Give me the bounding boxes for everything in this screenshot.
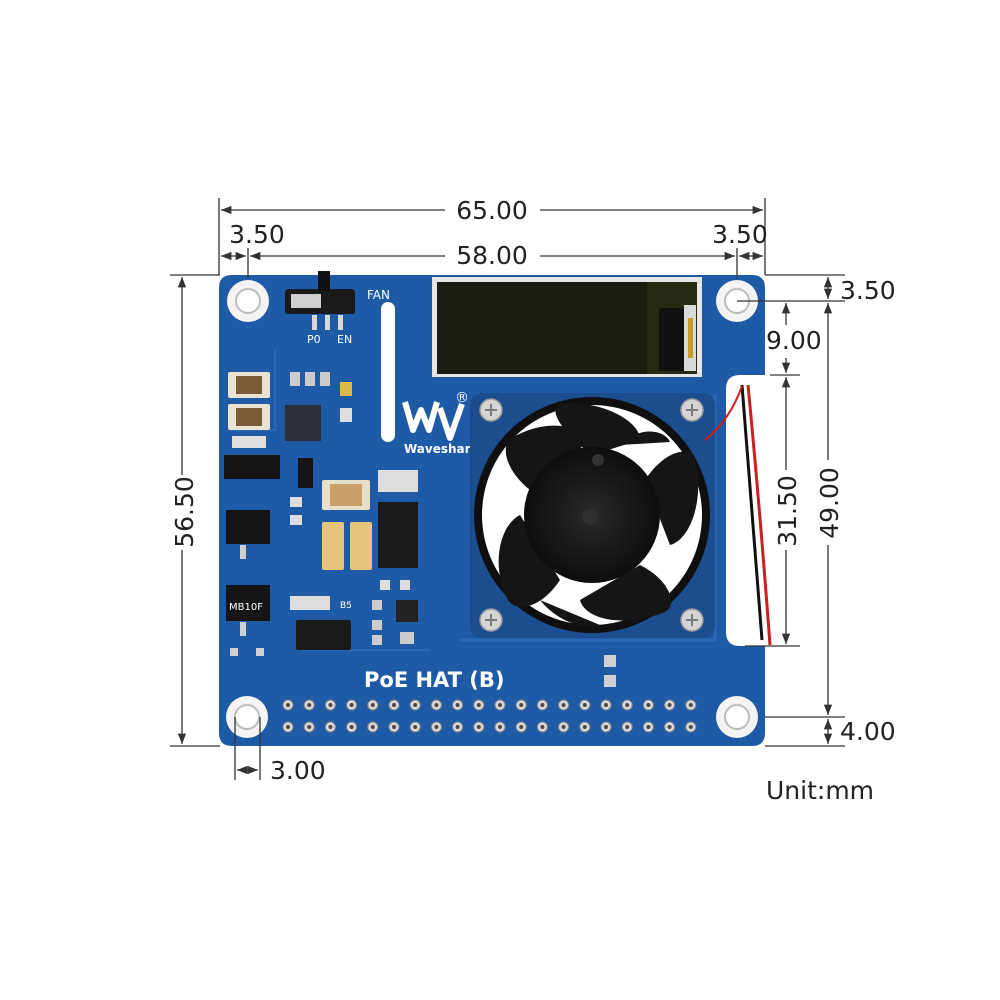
fan-screws — [479, 398, 704, 632]
product-label: PoE HAT (B) — [364, 668, 505, 692]
dim-display-height: 9.00 — [766, 326, 822, 355]
center-components — [290, 470, 616, 687]
p0-label: P0 — [307, 333, 321, 346]
gpio-pin-hole — [561, 703, 566, 707]
gpio-pin-hole — [646, 725, 651, 729]
gpio-pin-hole — [307, 703, 312, 707]
dim-hole-spacing-width: 58.00 — [456, 241, 528, 270]
gpio-pin-hole — [646, 703, 651, 707]
gpio-pin-hole — [476, 703, 481, 707]
gpio-pin-hole — [582, 725, 587, 729]
gpio-pin-hole — [476, 725, 481, 729]
dim-left-hole-radius-offset: 3.00 — [270, 756, 326, 785]
gpio-pin-hole — [688, 703, 693, 707]
dim-hole-spacing-height: 49.00 — [815, 467, 844, 539]
dim-overall-height: 56.50 — [170, 476, 199, 548]
gpio-pin-hole — [392, 725, 396, 729]
gpio-pin-hole — [455, 725, 460, 729]
gpio-pin-hole — [540, 703, 545, 707]
fan-wires — [704, 384, 772, 646]
mounting-hole-top-left — [227, 280, 269, 322]
cooling-fan — [470, 393, 715, 638]
left-components — [224, 372, 352, 656]
gpio-pin-hole — [413, 725, 418, 729]
dim-top-hole-offset: 3.50 — [840, 276, 896, 305]
gpio-pin-hole — [434, 725, 439, 729]
gpio-pin-hole — [434, 703, 439, 707]
mounting-hole-bottom-left — [226, 696, 268, 738]
ic-mark-2: B5 — [340, 601, 352, 611]
dim-overall-width: 65.00 — [456, 196, 528, 225]
gpio-pin-hole — [498, 725, 502, 729]
gpio-pin-hole — [349, 703, 354, 707]
gpio-pin-hole — [498, 703, 502, 707]
registered-mark: ® — [455, 390, 469, 406]
gpio-pin-hole — [307, 725, 312, 729]
en-label: EN — [337, 333, 352, 346]
gpio-pin-hole — [667, 725, 672, 729]
gpio-pin-hole — [328, 703, 333, 707]
oled-display — [432, 277, 702, 377]
dim-bottom-hole-offset: 4.00 — [840, 717, 896, 746]
dimension-lines — [170, 198, 845, 780]
dim-right-hole-offset: 3.50 — [712, 220, 768, 249]
board-slot — [381, 302, 395, 442]
waveshare-logo — [402, 401, 465, 441]
gpio-pin-hole — [370, 703, 375, 707]
gpio-pin-hole — [392, 703, 396, 707]
gpio-pin-hole — [688, 725, 693, 729]
gpio-pin-hole — [540, 725, 545, 729]
gpio-pin-hole — [519, 703, 524, 707]
gpio-pin-hole — [349, 725, 354, 729]
dim-left-hole-offset: 3.50 — [229, 220, 285, 249]
gpio-header — [282, 699, 697, 733]
gpio-pin-hole — [370, 725, 375, 729]
gpio-pin-hole — [286, 703, 290, 707]
fan-label: FAN — [367, 288, 390, 302]
fan-switch — [285, 271, 355, 330]
gpio-pin-hole — [328, 725, 333, 729]
gpio-pin-hole — [519, 725, 524, 729]
gpio-pin-hole — [604, 725, 608, 729]
unit-label: Unit:mm — [766, 776, 875, 805]
gpio-pin-hole — [625, 725, 630, 729]
gpio-pin-hole — [582, 703, 587, 707]
gpio-pin-hole — [604, 703, 608, 707]
brand-label: Waveshare — [404, 442, 479, 456]
mounting-hole-bottom-right — [716, 696, 758, 738]
ic-mark-1: MB10F — [229, 602, 263, 613]
gpio-pin-hole — [413, 703, 418, 707]
dim-fan-height: 31.50 — [773, 475, 802, 547]
gpio-pin-hole — [286, 725, 290, 729]
gpio-pin-hole — [667, 703, 672, 707]
gpio-pin-hole — [561, 725, 566, 729]
gpio-pin-hole — [455, 703, 460, 707]
gpio-pin-hole — [625, 703, 630, 707]
